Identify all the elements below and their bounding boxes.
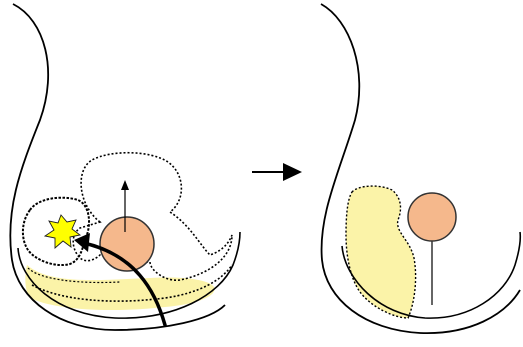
mass-right — [408, 193, 456, 241]
dotted-outline-left — [73, 153, 232, 280]
right-panel — [321, 4, 520, 333]
transition-arrow — [252, 163, 302, 181]
outer-contour-right — [321, 4, 520, 333]
starburst — [45, 215, 80, 248]
transition-arrow-head — [283, 163, 302, 181]
fluid-region-right — [346, 186, 416, 318]
fluid-pool-left — [25, 265, 214, 310]
upward-arrow-head — [121, 180, 129, 190]
left-panel — [10, 4, 240, 330]
